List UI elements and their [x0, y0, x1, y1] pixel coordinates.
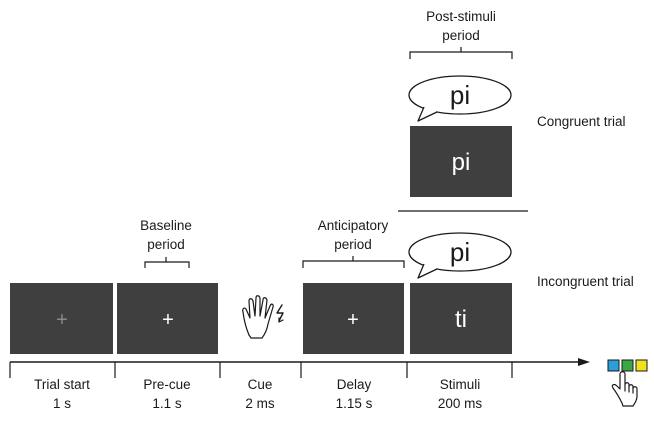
incongruent-stimulus-screen: [410, 283, 512, 354]
pre-cue-name: Pre-cue: [143, 377, 190, 392]
incongruent-speech-bubble: pi: [408, 232, 512, 279]
post-stimuli-bracket: [409, 47, 513, 59]
pointing-hand-icon: [611, 371, 638, 407]
post-stimuli-label-line2: period: [442, 28, 480, 43]
hand-vibration-icon: [242, 295, 284, 339]
anticipatory-bracket: [302, 256, 405, 268]
anticipatory-label-line1: Anticipatory: [318, 218, 389, 233]
incongruent-stimulus-text: ti: [455, 306, 467, 333]
response-buttons: [607, 359, 648, 372]
trial-start-fixation: +: [56, 309, 68, 331]
baseline-label-line1: Baseline: [140, 218, 192, 233]
stimuli-duration: 200 ms: [438, 396, 483, 411]
cue-name: Cue: [248, 377, 273, 392]
response-button-yellow: [635, 359, 648, 372]
post-stimuli-label-line1: Post-stimuli: [426, 9, 496, 24]
timeline-labels: Trial start 1 s Pre-cue 1.1 s Cue 2 ms D…: [34, 377, 482, 411]
baseline-label-line2: period: [147, 237, 185, 252]
timeline-ticks: [9, 362, 513, 378]
response-button-green: [621, 359, 634, 372]
congruent-stimulus-text: pi: [452, 149, 471, 176]
delay-fixation: +: [347, 309, 359, 331]
delay-screen: [303, 283, 404, 354]
incongruent-speech-text: pi: [450, 237, 470, 267]
trial-start-screen: [10, 283, 113, 354]
trial-start-name: Trial start: [34, 377, 90, 392]
congruent-speech-text: pi: [450, 80, 470, 110]
congruent-trial-label: Congruent trial: [537, 114, 626, 129]
baseline-bracket: [144, 257, 190, 268]
incongruent-trial-label: Incongruent trial: [537, 274, 634, 289]
congruent-stimulus-screen: [410, 126, 512, 197]
pre-cue-screen: [117, 283, 218, 354]
delay-name: Delay: [337, 377, 372, 392]
congruent-speech-bubble: pi: [408, 75, 512, 122]
pre-cue-duration: 1.1 s: [152, 396, 182, 411]
timeline-arrowhead: [578, 358, 590, 366]
trial-start-duration: 1 s: [53, 396, 71, 411]
response-button-blue: [607, 359, 620, 372]
delay-duration: 1.15 s: [336, 396, 373, 411]
anticipatory-label-line2: period: [334, 237, 372, 252]
stimuli-name: Stimuli: [440, 377, 481, 392]
pre-cue-fixation: +: [162, 309, 174, 331]
cue-duration: 2 ms: [245, 396, 275, 411]
